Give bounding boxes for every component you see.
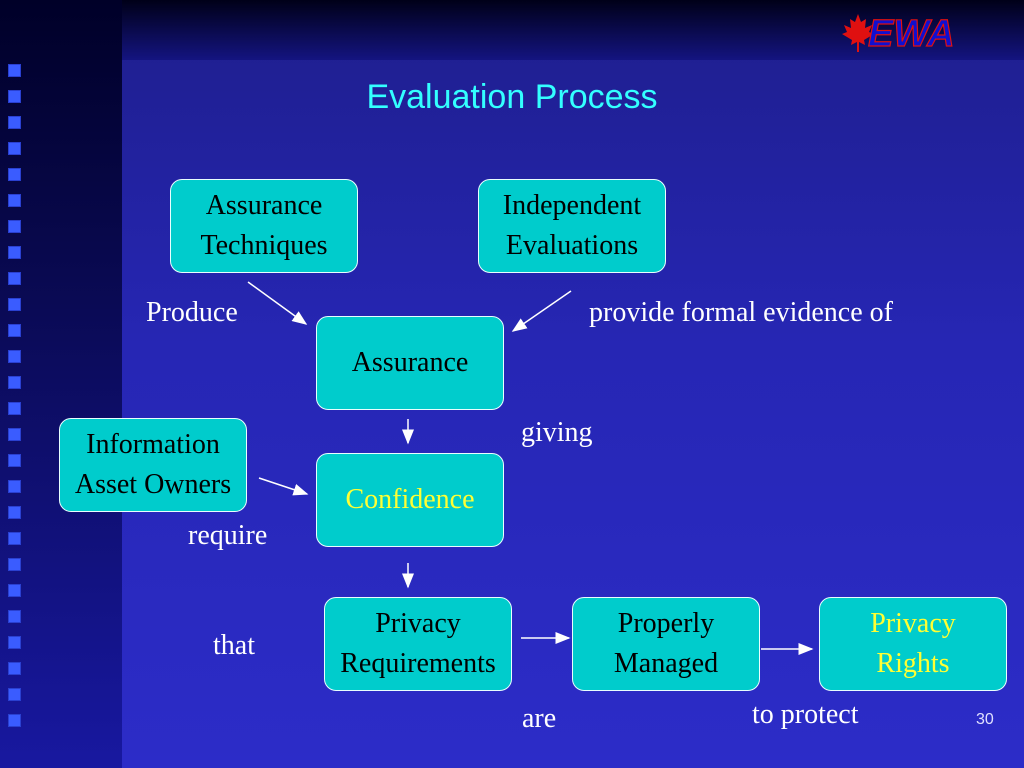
label-are: are bbox=[522, 703, 557, 734]
sidebar-decoration bbox=[0, 0, 122, 768]
label-provide-formal-evidence: provide formal evidence of bbox=[589, 297, 893, 328]
confidence-box: Confidence bbox=[316, 453, 504, 547]
assurance-techniques-box: Assurance Techniques bbox=[170, 179, 358, 273]
independent-evaluations-box: Independent Evaluations bbox=[478, 179, 666, 273]
arrow-require bbox=[258, 477, 309, 496]
arrow-provide-evidence bbox=[511, 290, 572, 332]
label-that: that bbox=[213, 630, 255, 661]
maple-leaf-icon bbox=[842, 14, 874, 52]
label-require: require bbox=[188, 520, 268, 551]
label-giving: giving bbox=[521, 417, 593, 448]
label-produce: Produce bbox=[146, 297, 238, 328]
svg-text:EWA: EWA bbox=[868, 13, 955, 54]
page-number: 30 bbox=[976, 711, 994, 728]
information-asset-owners-box: Information Asset Owners bbox=[59, 418, 247, 512]
assurance-box: Assurance bbox=[316, 316, 504, 410]
label-to-protect: to protect bbox=[752, 699, 859, 730]
ewa-logo: EWA bbox=[842, 12, 955, 54]
slide-title: Evaluation Process bbox=[366, 78, 658, 116]
sidebar-squares bbox=[8, 64, 28, 740]
properly-managed-box: Properly Managed bbox=[572, 597, 760, 691]
privacy-requirements-box: Privacy Requirements bbox=[324, 597, 512, 691]
privacy-rights-box: Privacy Rights bbox=[819, 597, 1007, 691]
arrow-produce bbox=[247, 281, 308, 325]
top-band bbox=[122, 0, 1024, 60]
